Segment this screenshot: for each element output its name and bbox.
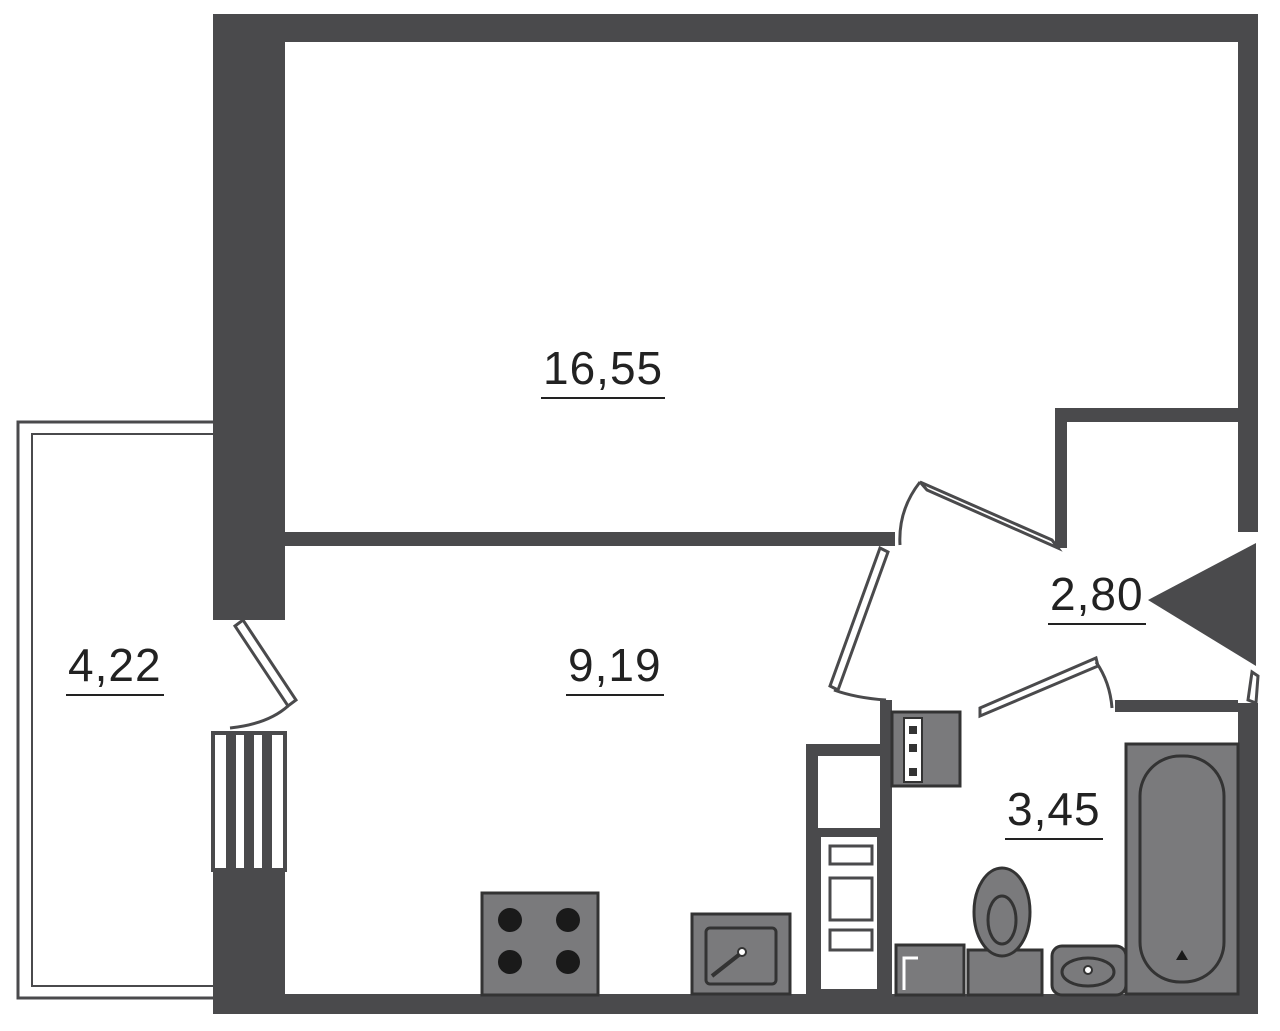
living-room-door [898,480,1063,552]
wall-right-upper [1238,14,1258,532]
kitchen-sink [690,912,792,996]
washing-machine [894,943,966,997]
hall-area-label: 2,80 [1048,571,1146,625]
balcony-area-label: 4,22 [66,642,164,696]
window-left [211,731,287,872]
niche-inner [818,756,880,828]
living-room-area-label: 16,55 [541,345,666,399]
shelf-2 [828,876,874,922]
bathtub [1124,742,1240,996]
balcony [16,420,213,1000]
toilet [966,866,1044,997]
bathroom-sink [1050,944,1128,997]
wall-hall-left [1055,408,1067,548]
shelf-1 [828,844,874,866]
wall-partition-living [285,532,895,546]
shelf-3 [828,928,874,952]
wall-left-upper [213,14,285,620]
kitchen-door [828,545,890,702]
wall-left-lower [213,870,285,1000]
wall-bath-top [1115,700,1238,712]
bathroom-door [978,655,1114,719]
entrance-door [1148,543,1260,706]
stove [480,891,600,997]
wall-bottom [213,994,1258,1014]
walls [213,14,1258,1014]
kitchen-area-label: 9,19 [566,642,664,696]
wall-right-lower [1238,703,1258,1014]
bathroom-area-label: 3,45 [1005,786,1103,840]
wall-hall-top [1055,408,1238,422]
boiler [890,710,962,788]
balcony-door [229,617,299,730]
wall-top [213,14,1253,42]
